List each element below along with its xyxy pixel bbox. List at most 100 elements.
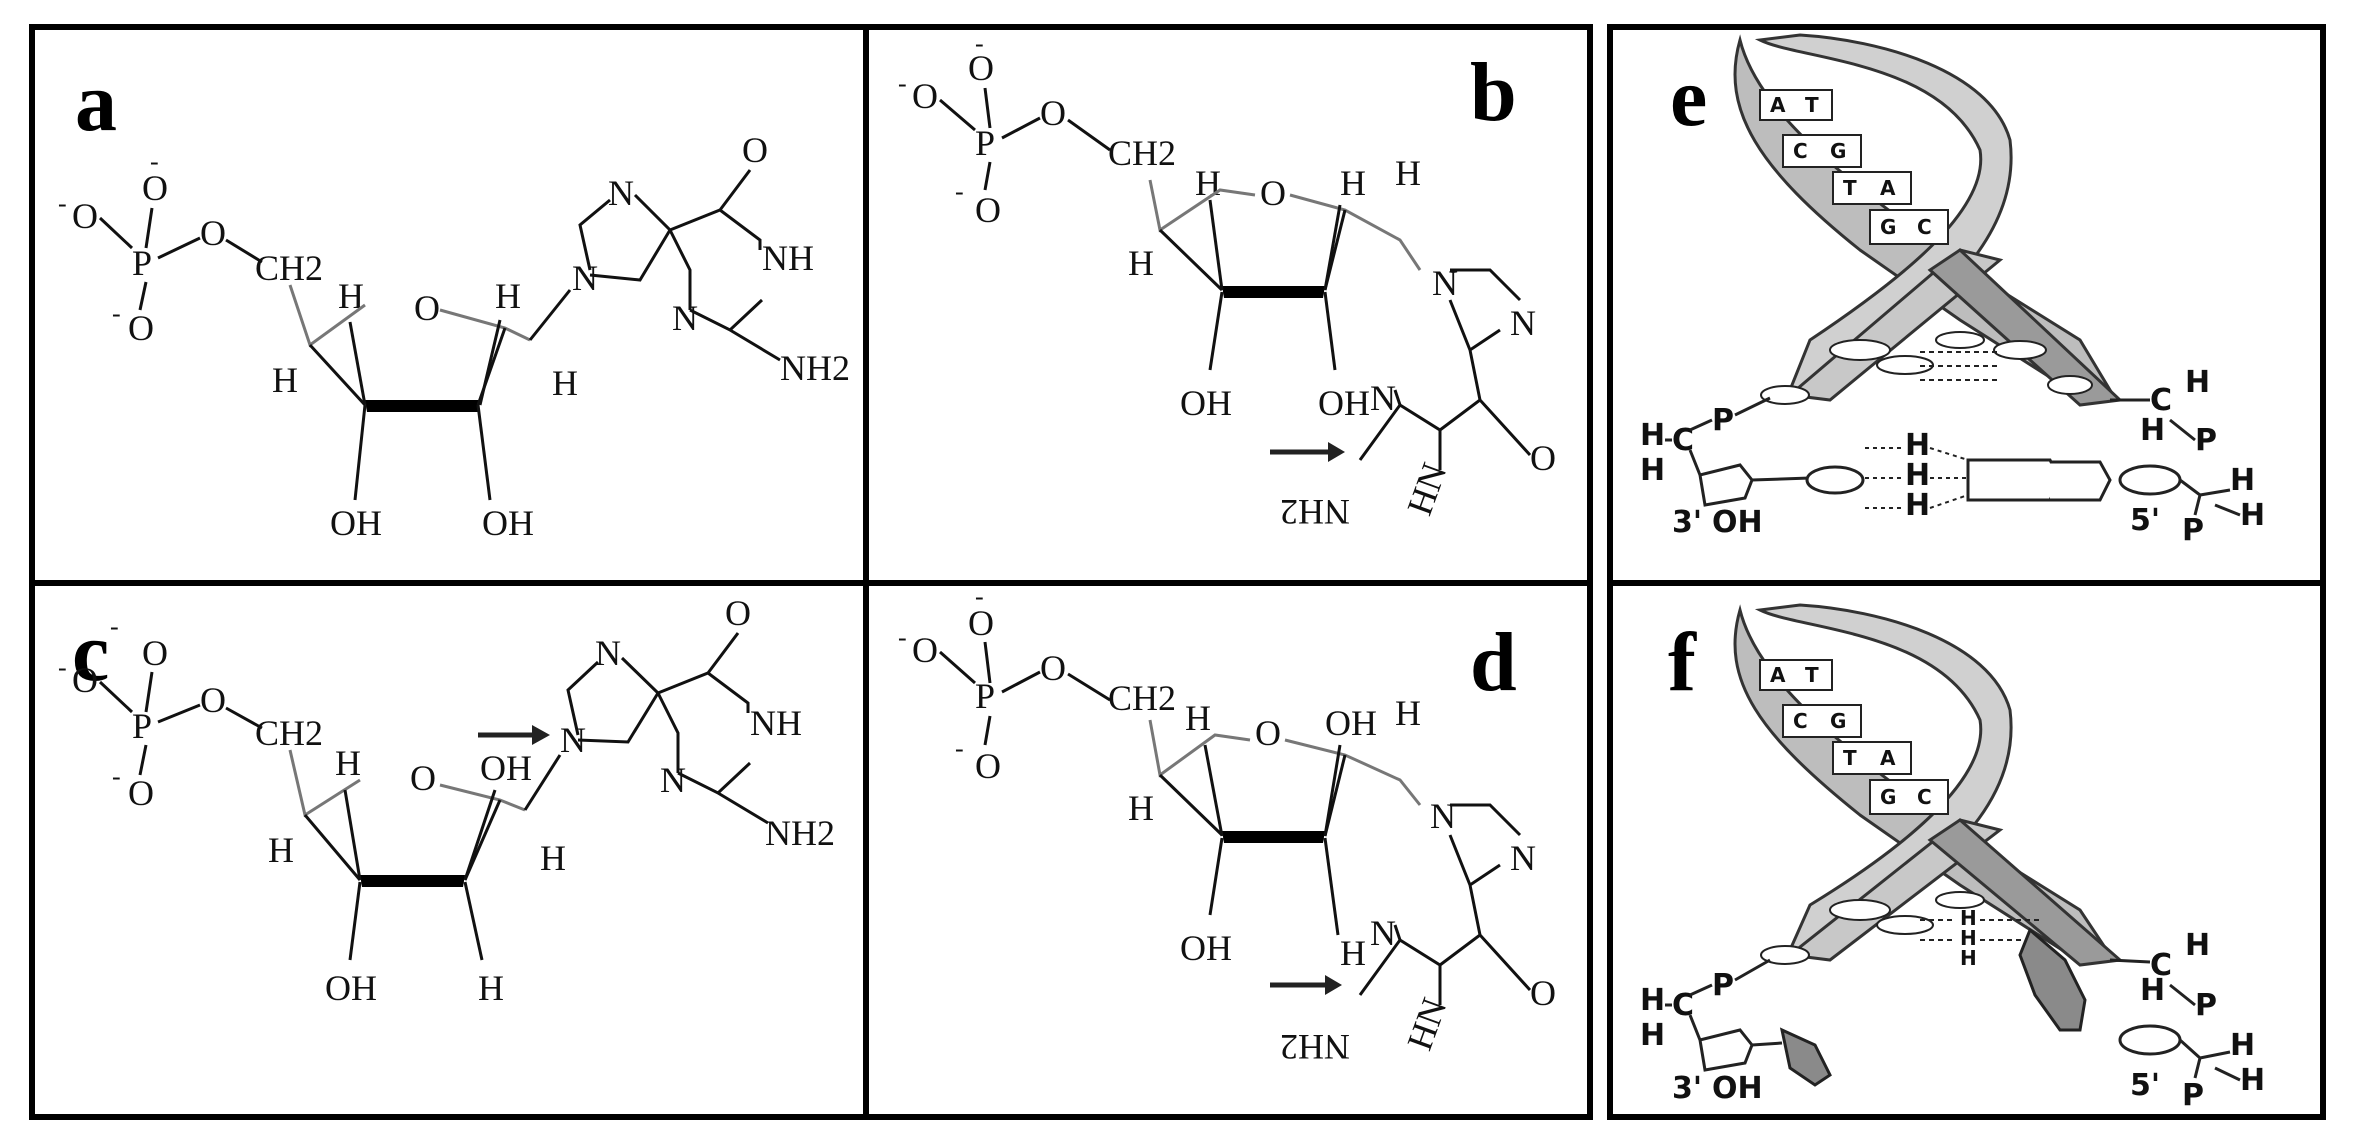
atom-o-bottom: O	[128, 308, 154, 348]
label-5-prime: 5'	[2130, 503, 2160, 538]
charge-2: -	[58, 653, 67, 682]
right-p: P	[2195, 988, 2217, 1023]
left-h-1: H	[1640, 983, 1665, 1018]
base-g: G	[1880, 785, 1896, 809]
right-h-top: H	[2185, 928, 2210, 963]
hbond-h-3: H	[1960, 946, 1977, 970]
atom-h-2: H	[268, 830, 294, 870]
base-t: T	[1843, 176, 1857, 200]
panel-label-b: b	[1470, 46, 1517, 139]
atom-ch2: CH2	[1108, 678, 1176, 718]
atom-o-top: O	[968, 48, 994, 88]
right-c: C	[2150, 948, 2172, 983]
atom-nh2: NH2	[1280, 1027, 1350, 1067]
atom-oh-2: OH	[1318, 383, 1370, 423]
charge-1: -	[975, 582, 984, 611]
base-pair-4: G C	[1869, 779, 1949, 815]
atom-oh-top: OH	[480, 748, 532, 788]
atom-oh-1: OH	[1180, 383, 1232, 423]
base-g: G	[1880, 215, 1896, 239]
atom-ch2: CH2	[1108, 133, 1176, 173]
right-h-3: H	[2240, 498, 2265, 533]
arrow-indicator-c	[478, 725, 550, 745]
left-c: C	[1672, 423, 1694, 458]
atom-o-left: O	[912, 630, 938, 670]
right-base-e	[2118, 464, 2182, 496]
left-p: P	[1712, 968, 1734, 1003]
atom-nh2: NH2	[765, 813, 835, 853]
charge-3: -	[112, 762, 121, 791]
right-p-bottom: P	[2182, 1078, 2204, 1113]
right-h-2: H	[2230, 463, 2255, 498]
hbond-h-3: H	[1905, 488, 1930, 523]
panel-label-a: a	[75, 56, 117, 149]
atom-h-4: H	[1128, 243, 1154, 283]
base-t: T	[1843, 746, 1857, 770]
charge-3: -	[955, 177, 964, 206]
left-base-e	[1751, 465, 1865, 495]
panel-label-d: d	[1470, 616, 1517, 709]
atom-o-top: O	[142, 633, 168, 673]
charge-2: -	[58, 189, 67, 218]
atom-o-left: O	[72, 660, 98, 700]
hbond-h-1: H	[1905, 428, 1930, 463]
atom-oh-top: OH	[1325, 703, 1377, 743]
right-c: C	[2150, 383, 2172, 418]
atom-n-3: N	[1370, 913, 1396, 953]
left-c: C	[1672, 988, 1694, 1023]
atom-p: P	[132, 243, 152, 283]
atom-o-bottom: O	[128, 773, 154, 813]
charge-1: -	[975, 29, 984, 58]
atom-o-ring: O	[1260, 173, 1286, 213]
left-panel-grid	[29, 24, 1593, 1120]
right-h-3: H	[2240, 1063, 2265, 1098]
atom-o-ring: O	[410, 758, 436, 798]
atom-o-bridge: O	[1040, 93, 1066, 133]
atom-h-4: H	[552, 363, 578, 403]
stacked-hbonds-e	[1920, 351, 2000, 381]
panel-c: c O O O P O - - - CH2 H O OH H H H OH N …	[58, 593, 835, 1008]
left-p: P	[1712, 403, 1734, 438]
base-c: C	[1793, 139, 1808, 163]
base-g: G	[1830, 709, 1846, 733]
base-pair-1: A T	[1759, 89, 1833, 121]
stacked-bases-e	[1760, 331, 2093, 405]
charge-2: -	[898, 69, 907, 98]
base-a: A	[1880, 746, 1896, 770]
label-3-prime: 3'	[1672, 1071, 1702, 1106]
stacked-hbonds-f: H H H	[1920, 906, 2040, 970]
base-pair-3: T A	[1832, 741, 1912, 775]
atom-h-4: H	[478, 968, 504, 1008]
hbond-h-1: H	[1960, 906, 1977, 930]
atom-h-1: H	[1185, 698, 1211, 738]
atom-o-left: O	[912, 76, 938, 116]
atom-ch2: CH2	[255, 248, 323, 288]
stacked-bases-f	[1760, 891, 1985, 965]
right-base-f	[2118, 1024, 2182, 1056]
base-t: T	[1805, 93, 1819, 117]
hbond-h-2: H	[1960, 926, 1977, 950]
atom-nh2: NH2	[780, 348, 850, 388]
base-a: A	[1770, 663, 1786, 687]
atom-h-3: H	[272, 360, 298, 400]
atom-h-2: H	[1395, 693, 1421, 733]
left-h-2: H	[1640, 453, 1665, 488]
base-pair-3: T A	[1832, 171, 1912, 205]
base-c: C	[1793, 709, 1808, 733]
charge-1: -	[110, 612, 119, 641]
left-oh: OH	[1712, 1071, 1763, 1106]
atom-p: P	[975, 123, 995, 163]
right-h-1: H	[2140, 413, 2165, 448]
atom-o-bottom: O	[975, 190, 1001, 230]
base-t: T	[1805, 663, 1819, 687]
panel-e: e A T C G T A G C	[1640, 33, 2265, 548]
panel-label-f: f	[1668, 616, 1697, 709]
atom-n-7: N	[1510, 838, 1536, 878]
atom-h-3: H	[1128, 788, 1154, 828]
atom-n-7: N	[608, 173, 634, 213]
atom-o-carbonyl: O	[742, 130, 768, 170]
atom-o-carbonyl: O	[725, 593, 751, 633]
hbond-bridge-e: H H H	[1865, 428, 2112, 523]
atom-oh-2: OH	[482, 503, 534, 543]
atom-oh-1: OH	[1180, 928, 1232, 968]
